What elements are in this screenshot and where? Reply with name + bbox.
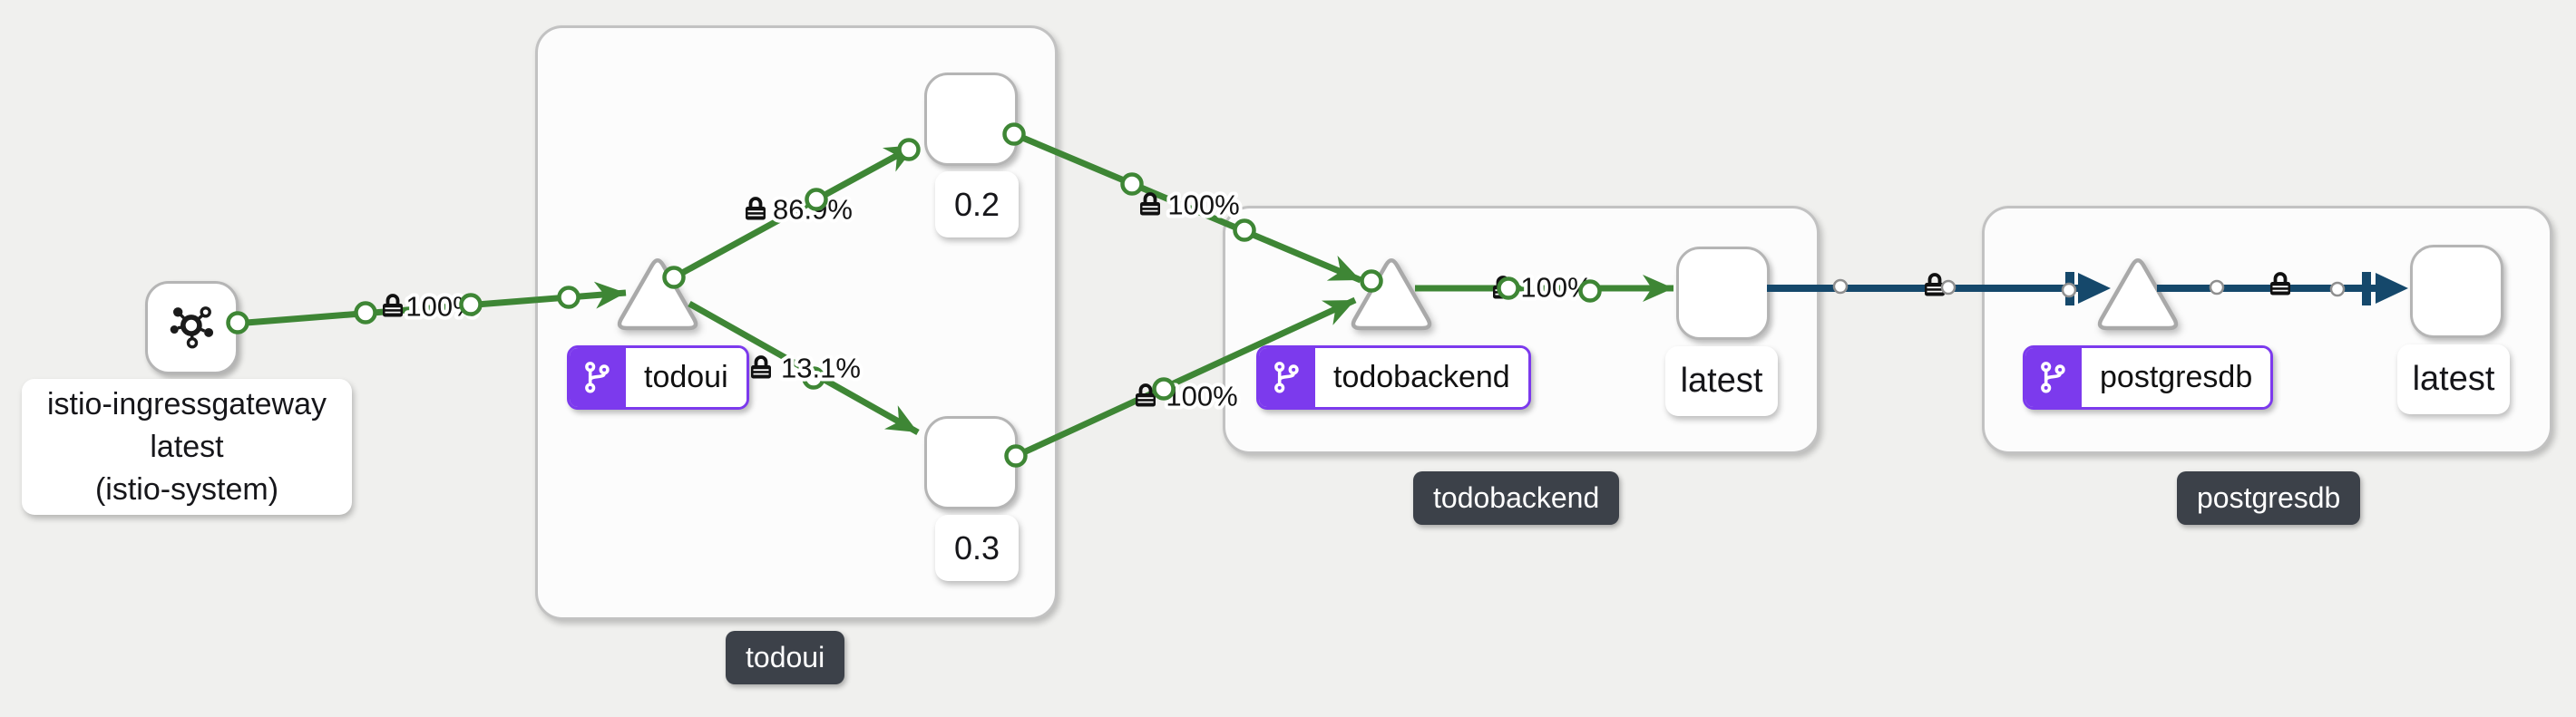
mesh-icon [169,302,216,354]
lock-icon [1138,192,1162,217]
node-label-postgresdb-latest: latest [2397,344,2510,414]
app-node-todobackend[interactable] [1348,254,1435,338]
app-node-todoui[interactable] [614,254,701,338]
app-badge-todobackend[interactable]: todobackend [1256,345,1531,410]
node-label-todobackend-latest: latest [1665,346,1778,416]
node-label-0.3: 0.3 [935,515,1019,581]
version-node-todoui-0.2[interactable] [924,73,1018,166]
gateway-label: istio-ingressgateway latest (istio-syste… [22,379,352,515]
version-node-todobackend-latest[interactable] [1676,247,1770,340]
app-badge-postgresdb[interactable]: postgresdb [2023,345,2274,410]
app-badge-label: todoui [626,348,746,407]
group-badge-todoui[interactable]: todoui [726,631,845,684]
lock-icon [381,294,405,318]
edge-label-gateway-todoui: 100% [405,291,477,323]
node-label-0.2: 0.2 [935,171,1019,237]
app-badge-label: todobackend [1315,348,1528,407]
group-badge-postgresdb[interactable]: postgresdb [2177,471,2361,525]
gateway-label-name: istio-ingressgateway [46,386,327,421]
lock-icon [1134,383,1157,408]
gateway-label-namespace: (istio-system) [94,471,279,507]
gateway-label-version: latest [150,429,224,464]
git-branch-icon [2025,348,2082,407]
group-badge-todobackend[interactable]: todobackend [1413,471,1620,525]
version-node-todoui-0.3[interactable] [924,416,1018,509]
lock-icon [1923,273,1947,297]
git-branch-icon [1259,348,1315,407]
git-branch-icon [570,348,626,407]
app-badge-todoui[interactable]: todoui [567,345,749,410]
app-node-postgresdb[interactable] [2094,254,2181,338]
app-badge-label: postgresdb [2082,348,2271,407]
gateway-node-istio-ingressgateway[interactable] [145,281,239,374]
version-node-postgresdb-latest[interactable] [2410,245,2503,338]
